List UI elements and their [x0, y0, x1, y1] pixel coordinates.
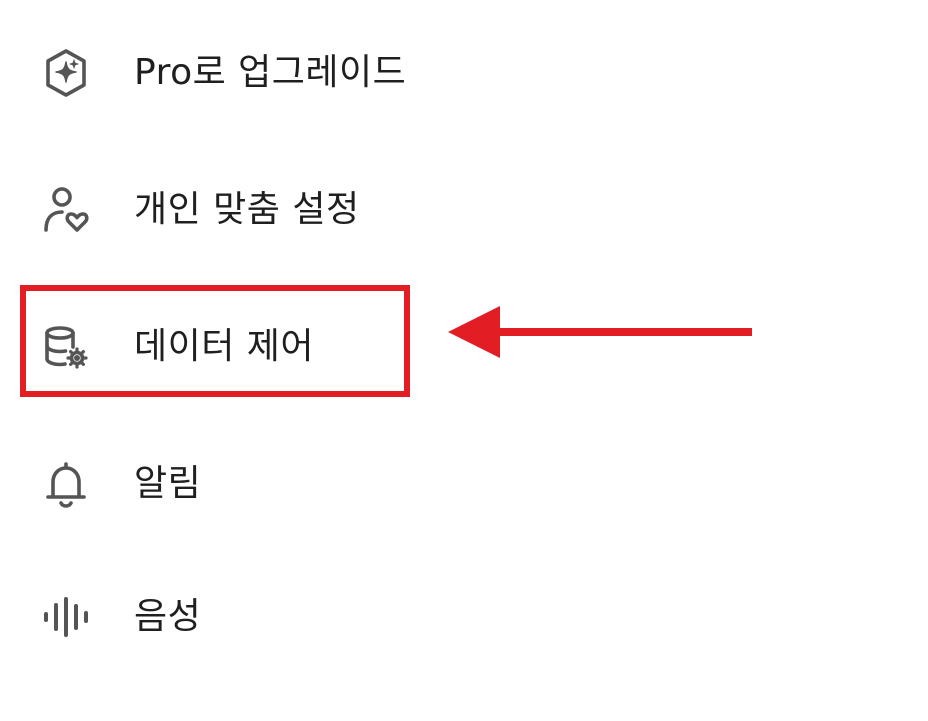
menu-item-label: 개인 맞춤 설정	[134, 189, 360, 230]
menu-item-personalization[interactable]: 개인 맞춤 설정	[0, 160, 500, 260]
menu-item-label: 음성	[134, 596, 202, 637]
menu-item-data-controls[interactable]: 데이터 제어	[0, 297, 500, 397]
menu-item-voice[interactable]: 음성	[0, 567, 500, 667]
menu-item-label: Pro로 업그레이드	[134, 52, 407, 93]
sparkle-hexagon-icon	[40, 47, 92, 99]
database-gear-icon	[40, 321, 92, 373]
bell-icon	[40, 458, 92, 510]
menu-item-notifications[interactable]: 알림	[0, 434, 500, 534]
menu-item-label: 데이터 제어	[134, 326, 315, 367]
menu-item-label: 알림	[134, 463, 202, 504]
audio-waveform-icon	[40, 591, 92, 643]
person-heart-icon	[40, 184, 92, 236]
menu-item-upgrade-pro[interactable]: Pro로 업그레이드	[0, 23, 500, 123]
